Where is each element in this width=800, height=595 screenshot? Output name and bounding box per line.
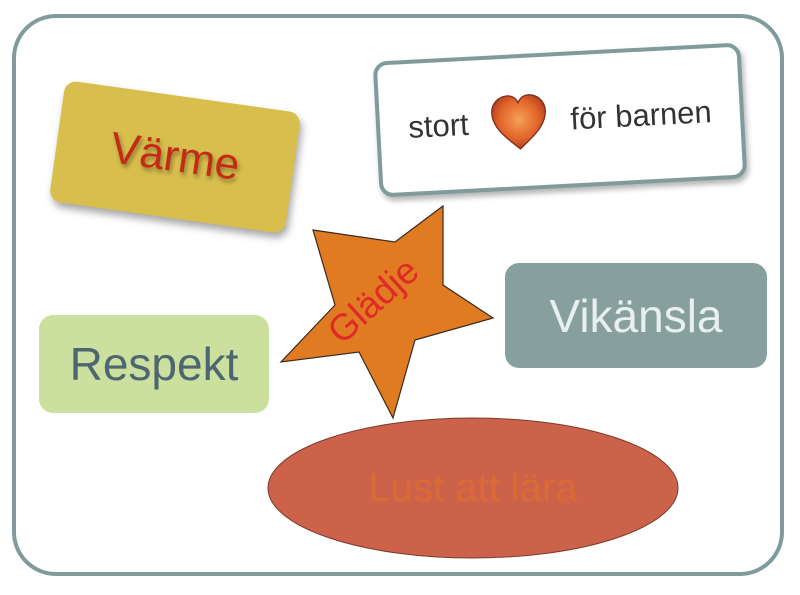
stort-text: stort (407, 106, 470, 145)
for-barnen-text: för barnen (569, 94, 713, 137)
heart-icon (491, 94, 547, 150)
lust-ellipse (267, 417, 679, 559)
respekt-card: Respekt (39, 315, 269, 413)
varme-label: Värme (107, 123, 243, 190)
vikansla-label: Vikänsla (549, 289, 723, 342)
respekt-label: Respekt (69, 338, 239, 390)
gladje-star-points (279, 204, 495, 420)
lust-label: Lust att lära (368, 465, 578, 510)
vikansla-card: Vikänsla (505, 263, 767, 368)
stort-hjarta-card: stort för barnen (372, 42, 748, 198)
